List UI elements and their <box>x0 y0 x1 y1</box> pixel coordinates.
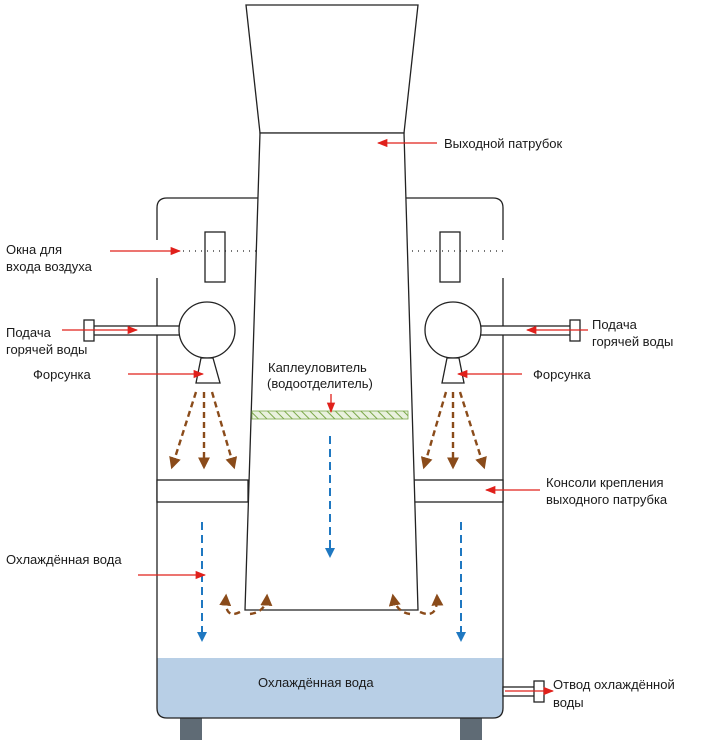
label-drain-line2: воды <box>553 695 584 710</box>
droplet-separator <box>251 410 409 420</box>
label-drain-line1: Отвод охлаждённой <box>553 677 675 692</box>
water-header-left <box>178 301 236 359</box>
label-droplet-separator-line2: (водоотделитель) <box>267 376 373 391</box>
outlet-pipe-top <box>245 4 419 134</box>
label-droplet-separator-line1: Каплеуловитель <box>268 360 367 375</box>
spray-arrows-left <box>169 391 238 470</box>
air-flow-curve-left-out <box>219 593 241 616</box>
cooled-water-pool <box>157 658 503 718</box>
label-nozzle-right: Форсунка <box>533 367 591 382</box>
air-flow-curve-right-in <box>388 593 411 616</box>
label-hot-water-left-line1: Подача <box>6 325 52 340</box>
air-flow-curve-left-in <box>249 593 273 616</box>
label-brackets-line1: Консоли крепления <box>546 475 664 490</box>
label-water-pool: Охлаждённая вода <box>258 675 374 690</box>
nozzle-right <box>441 357 465 384</box>
label-nozzle-left: Форсунка <box>33 367 91 382</box>
air-window-left <box>204 231 226 283</box>
air-inlet-opening-right <box>497 240 515 278</box>
outlet-pipe-body <box>244 132 419 611</box>
label-brackets-line2: выходного патрубка <box>546 492 668 507</box>
air-flow-curve-right-out <box>419 593 444 616</box>
air-window-right <box>439 231 461 283</box>
label-outlet-pipe: Выходной патрубок <box>444 136 563 151</box>
spray-arrows-right <box>420 391 487 470</box>
bracket-right <box>413 479 504 503</box>
leg-left <box>180 716 202 740</box>
tower-body <box>156 197 504 719</box>
label-hot-water-right-line1: Подача <box>592 317 638 332</box>
label-air-windows-line2: входа воздуха <box>6 259 93 274</box>
bracket-left <box>156 479 249 503</box>
air-inlet-opening-left <box>145 240 163 278</box>
leg-right <box>460 716 482 740</box>
label-hot-water-right-line2: горячей воды <box>592 334 673 349</box>
label-cooled-water: Охлаждённая вода <box>6 552 122 567</box>
label-hot-water-left-line2: горячей воды <box>6 342 87 357</box>
nozzle-left <box>195 357 221 384</box>
label-air-windows-line1: Окна для <box>6 242 62 257</box>
water-header-right <box>424 301 482 359</box>
